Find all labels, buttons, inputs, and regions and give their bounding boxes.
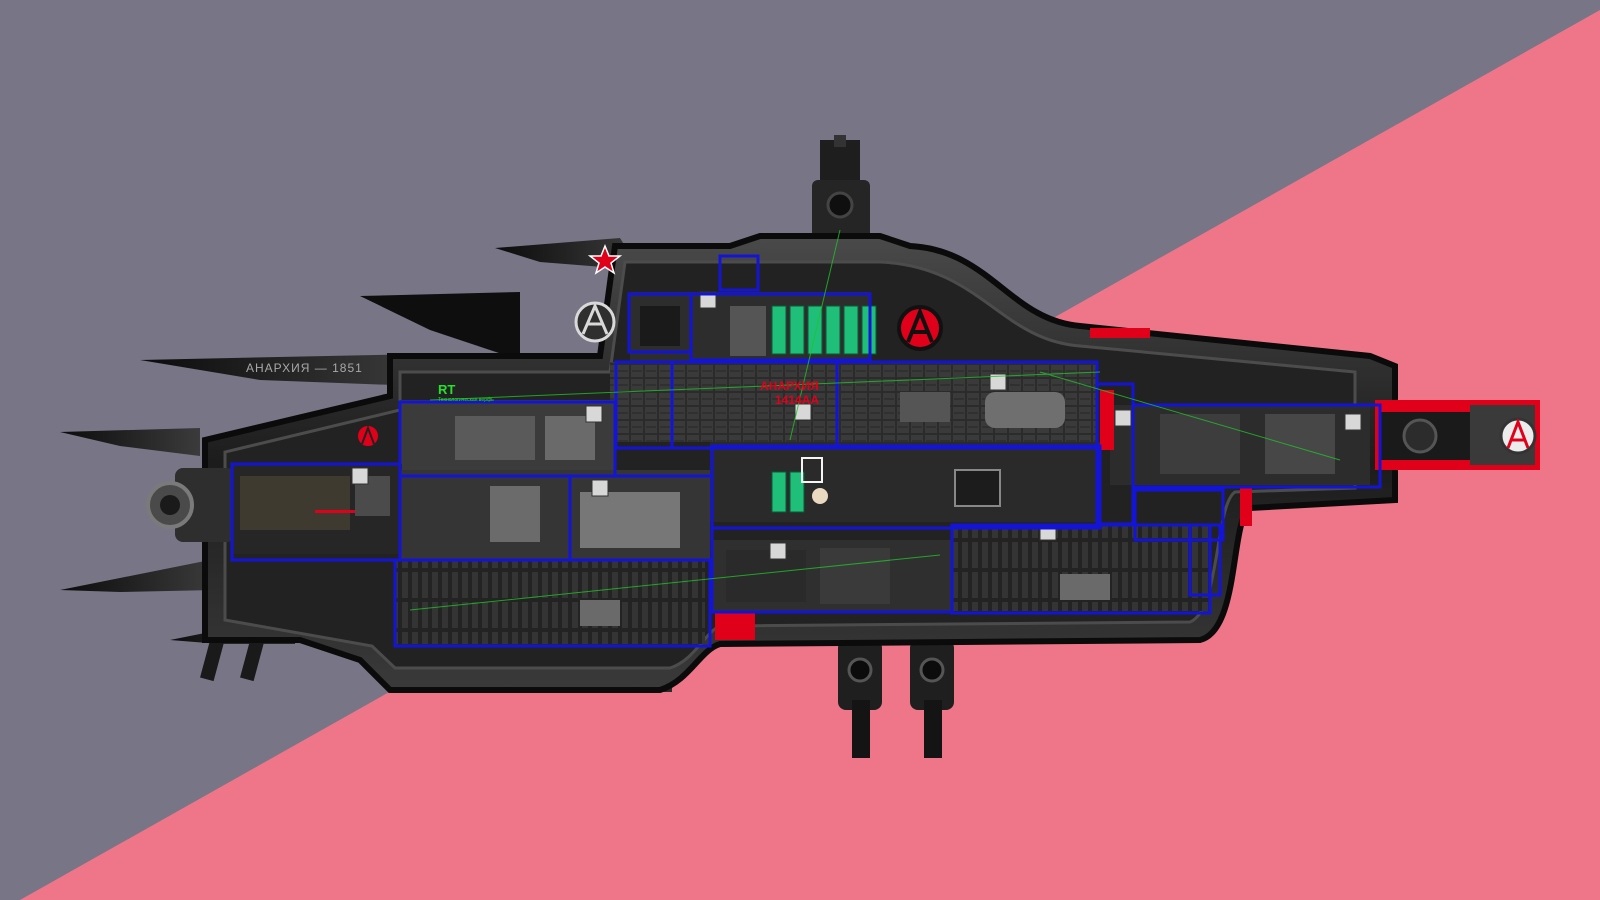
red-star-icon (587, 243, 623, 275)
room-outlines (230, 254, 1382, 648)
red-room-sub-label: 1414AA (775, 393, 819, 407)
equipment (240, 291, 1362, 626)
bottom-weapon-pods (612, 640, 954, 758)
rear-engine (146, 468, 235, 542)
anarchy-emblem-icon (356, 424, 380, 448)
anarchy-emblem-icon (1499, 417, 1537, 455)
rt-sub-label: Технологическая верфь (438, 397, 494, 403)
anarchy-emblem-icon (897, 305, 943, 351)
hull-name-label: АНАРХИЯ — 1851 (246, 361, 363, 375)
red-accents (315, 328, 1252, 640)
anarchy-emblem-icon (574, 301, 616, 343)
targeting-lines (409, 229, 1341, 611)
top-weapon-tower (812, 135, 870, 250)
red-room-label: АНАРХИЯ (760, 379, 819, 393)
rt-label: RT (438, 382, 455, 397)
